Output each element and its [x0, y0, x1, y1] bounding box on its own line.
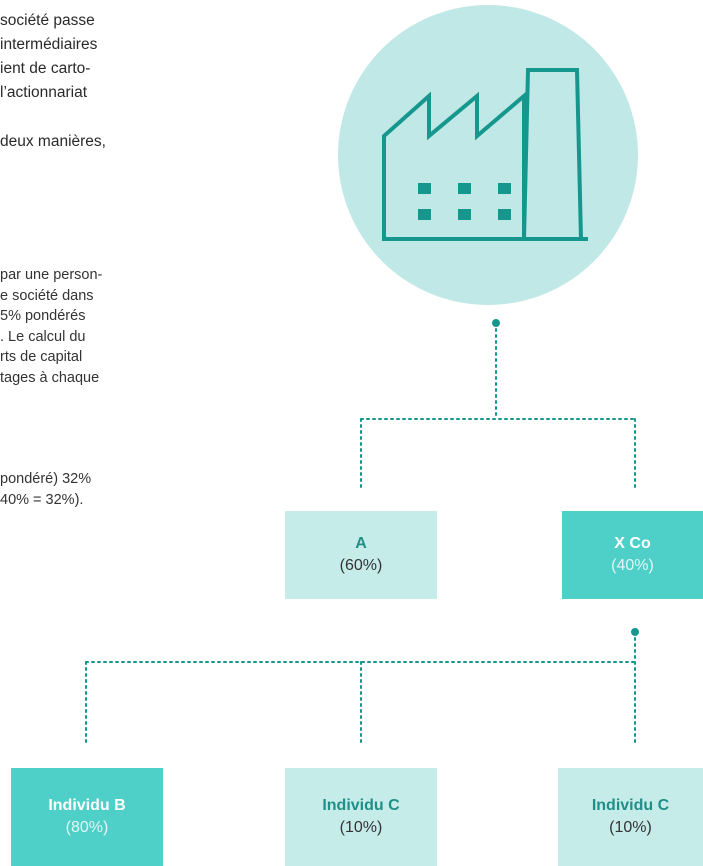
text-line: deux manières, [0, 133, 106, 150]
company-circle [338, 5, 638, 305]
owner-name: Individu C [322, 797, 400, 814]
owner-name: X Co [614, 535, 651, 552]
text-line: . Le calcul du [0, 328, 86, 345]
factory-icon [382, 68, 588, 242]
text-line: rts de capital [0, 349, 83, 365]
owner-percentage: (10%) [609, 819, 652, 836]
text-line: ient de carto- [0, 60, 91, 77]
owner-percentage: (10%) [339, 819, 383, 836]
owner-percentage: (40%) [611, 557, 654, 574]
text-line: l’actionnariat [0, 84, 88, 101]
owner-percentage: (60%) [339, 557, 383, 574]
owner-box-x-co: X Co (40%) [562, 511, 703, 599]
paragraph-example-result: pondéré) 32% 40% = 32%). [0, 469, 91, 510]
text-line: par une person- [0, 267, 103, 283]
owner-name: Individu B [48, 797, 126, 814]
owner-box-individu-c: Individu C (10%) [285, 768, 437, 866]
text-line: société passe [0, 12, 95, 29]
paragraph-weighted-calculation: par une person- e société dans 5% pondér… [0, 265, 102, 388]
text-line: pondéré) 32% [0, 471, 92, 487]
owner-box-a: A (60%) [285, 511, 437, 599]
text-line: tages à chaque [0, 369, 100, 386]
text-line: intermédiaires [0, 36, 98, 53]
connector-dot [492, 319, 500, 327]
owner-name: Individu C [591, 797, 670, 814]
connector-dot [631, 628, 639, 636]
owner-box-individu-b: Individu B (80%) [11, 768, 163, 866]
text-line: 40% = 32%). [0, 491, 84, 508]
text-line: e société dans [0, 287, 94, 304]
owner-box-individu-c: Individu C (10%) [558, 768, 703, 866]
paragraph-two-ways: deux manières, [0, 130, 106, 154]
paragraph-intro: société passe intermédiaires ient de car… [0, 9, 97, 105]
owner-percentage: (80%) [65, 819, 109, 836]
owner-name: A [355, 535, 367, 552]
text-line: 5% pondérés [0, 308, 86, 324]
